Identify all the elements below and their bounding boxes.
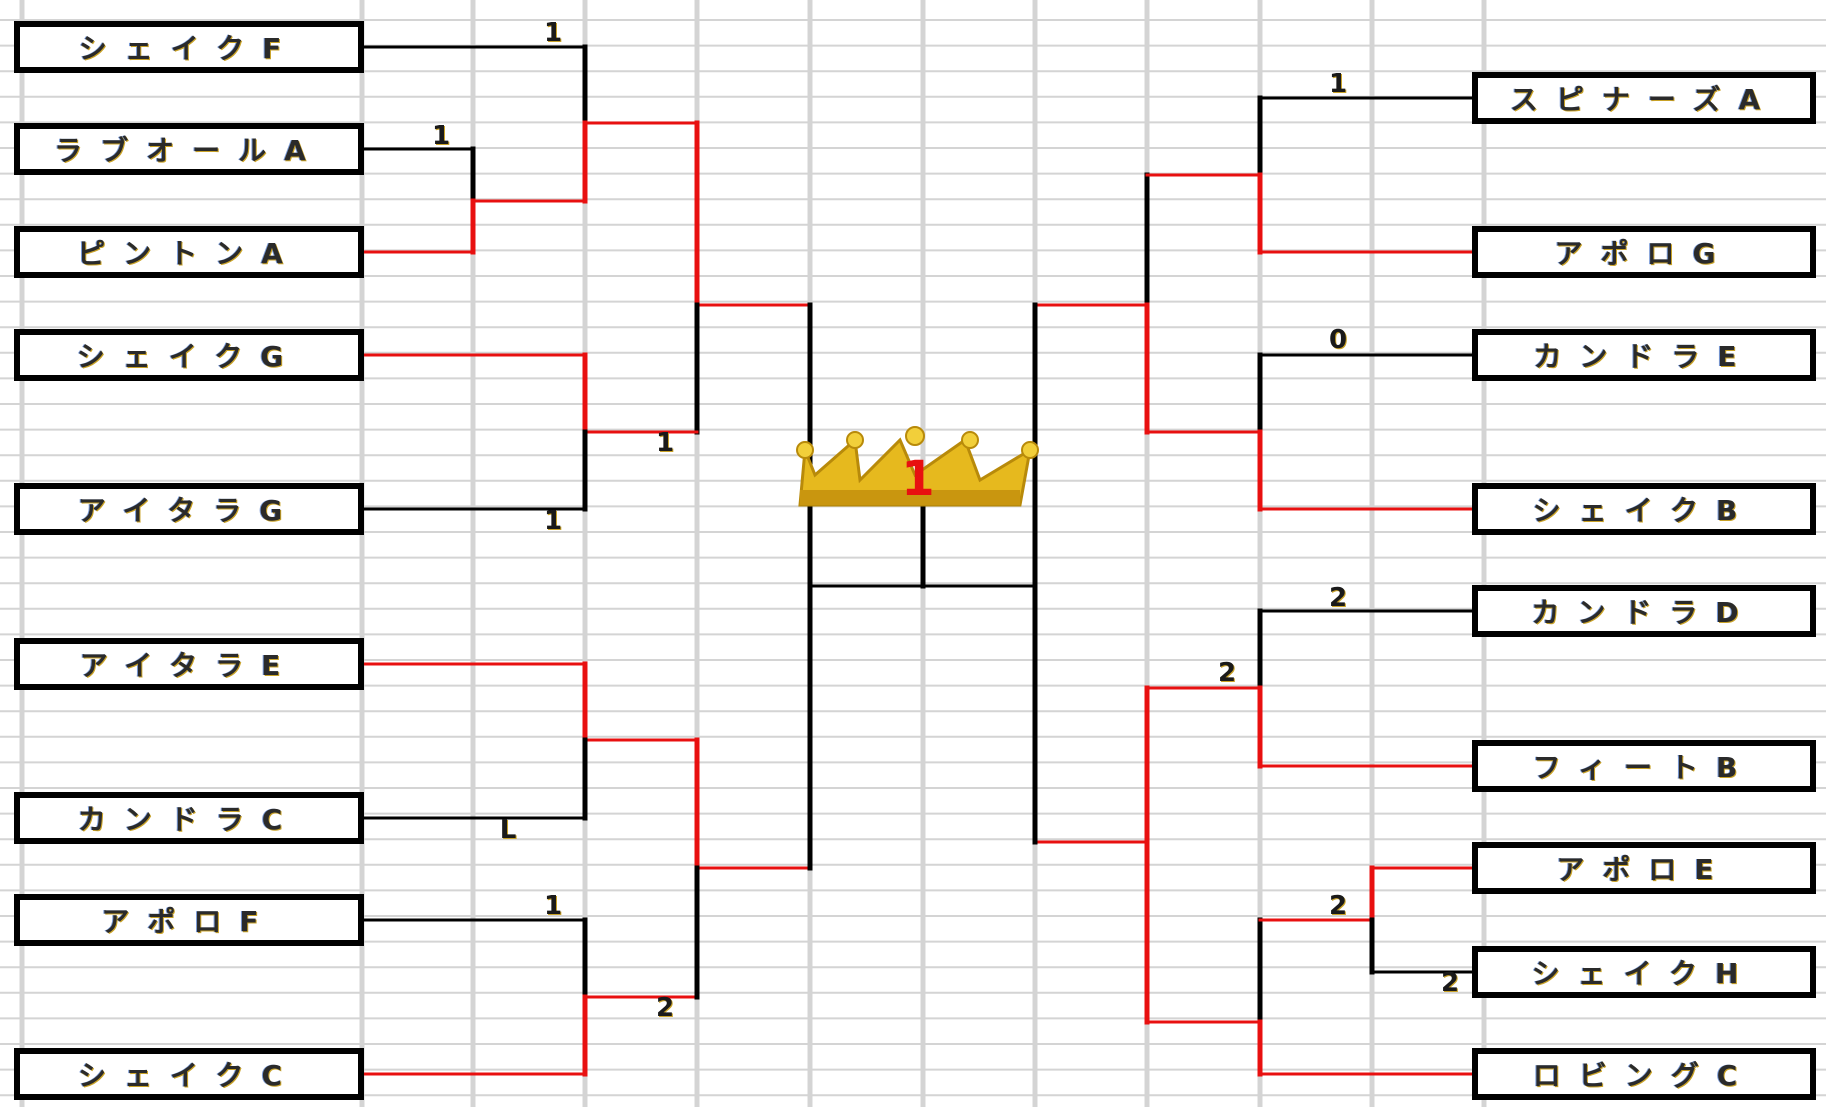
left-team-box: シェイクF xyxy=(14,21,364,73)
match-score: 2 xyxy=(1329,891,1347,921)
match-score: 2 xyxy=(1441,968,1459,998)
crown-jewel xyxy=(847,432,863,448)
right-team-box: フィートB xyxy=(1472,740,1816,792)
left-team-box: アポロF xyxy=(14,894,364,946)
left-team-box: アイタラG xyxy=(14,483,364,535)
left-team-box: カンドラC xyxy=(14,792,364,844)
match-score: 1 xyxy=(544,506,562,536)
crown-jewel xyxy=(906,427,924,445)
crown-jewel xyxy=(1022,442,1038,458)
match-score: 1 xyxy=(656,428,674,458)
left-team-box: シェイクC xyxy=(14,1048,364,1100)
match-score: 1 xyxy=(544,18,562,48)
match-score: 2 xyxy=(656,993,674,1023)
right-team-box: アポロE xyxy=(1472,842,1816,894)
right-team-box: カンドラE xyxy=(1472,329,1816,381)
crown-jewel xyxy=(797,442,813,458)
left-team-box: ラブオールA xyxy=(14,123,364,175)
match-score: 1 xyxy=(432,121,450,151)
crown-number: 1 xyxy=(901,451,934,507)
right-team-box: スピナーズA xyxy=(1472,72,1816,124)
match-score: 0 xyxy=(1329,325,1347,355)
left-team-box: ピントンA xyxy=(14,226,364,278)
right-team-box: シェイクB xyxy=(1472,483,1816,535)
match-score: L xyxy=(500,815,517,845)
left-team-box: アイタラE xyxy=(14,638,364,690)
right-team-box: アポロG xyxy=(1472,226,1816,278)
right-team-box: カンドラD xyxy=(1472,585,1816,637)
right-team-box: シェイクH xyxy=(1472,946,1816,998)
match-score: 1 xyxy=(1329,69,1347,99)
match-score: 2 xyxy=(1329,583,1347,613)
bracket-lines xyxy=(362,47,1475,1074)
match-score: 1 xyxy=(544,891,562,921)
crown-icon: 1 xyxy=(797,427,1038,507)
crown-jewel xyxy=(962,432,978,448)
right-team-box: ロビングC xyxy=(1472,1048,1816,1100)
match-score: 2 xyxy=(1218,658,1236,688)
left-team-box: シェイクG xyxy=(14,329,364,381)
